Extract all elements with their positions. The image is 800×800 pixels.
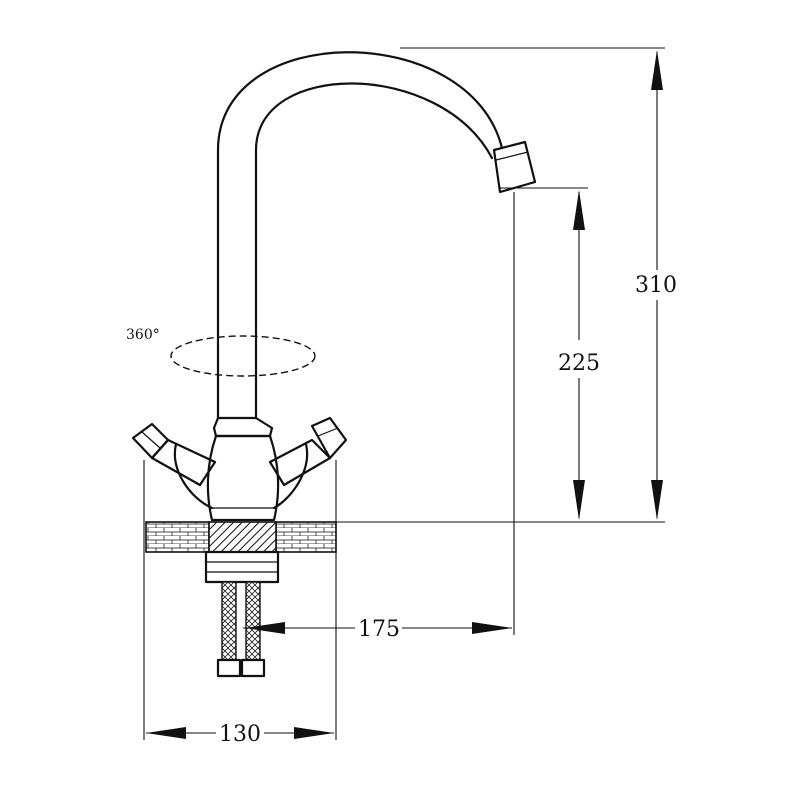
dimension-310: 310 bbox=[635, 50, 677, 520]
dimension-175: 175 bbox=[243, 617, 512, 642]
dimension-130-label: 130 bbox=[219, 722, 261, 747]
right-handle bbox=[268, 416, 348, 510]
rotation-indicator: 360° bbox=[126, 327, 316, 377]
dimension-175-label: 175 bbox=[358, 617, 400, 642]
mounting-nut bbox=[204, 550, 280, 584]
left-handle bbox=[131, 422, 217, 510]
dimension-225: 225 bbox=[558, 190, 600, 520]
extension-lines bbox=[143, 47, 665, 740]
spout bbox=[216, 51, 537, 420]
countertop bbox=[145, 521, 337, 553]
faucet-body bbox=[206, 416, 280, 522]
supply-hoses bbox=[216, 581, 266, 678]
rotation-label: 360° bbox=[126, 327, 160, 343]
dimension-310-label: 310 bbox=[635, 273, 677, 298]
dimension-130: 130 bbox=[146, 722, 334, 747]
dimension-225-label: 225 bbox=[558, 351, 600, 376]
